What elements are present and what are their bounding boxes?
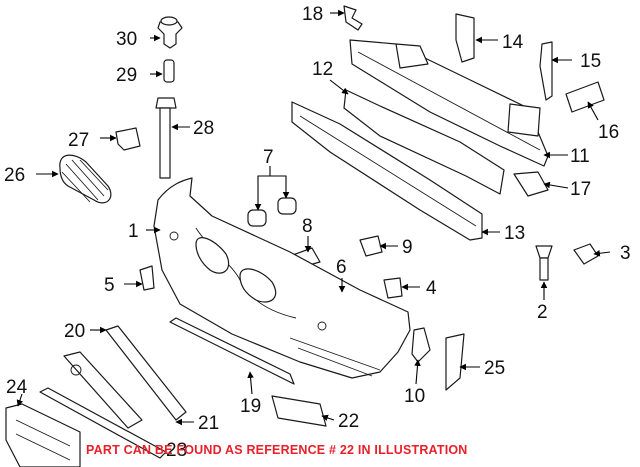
callout-13: 13	[504, 223, 525, 244]
callout-19: 19	[240, 396, 261, 417]
callout-14: 14	[502, 32, 524, 53]
callout-4: 4	[426, 278, 437, 299]
part-11-impact-bar	[349, 39, 549, 167]
part-26-grille	[59, 154, 112, 204]
callout-labels: 30 29 28 27 26 18 14 15 16 12 11 17 13 7…	[4, 4, 631, 461]
part-27-clip	[115, 127, 141, 151]
callout-8: 8	[302, 216, 313, 237]
part-17-bracket	[513, 171, 549, 197]
callout-15: 15	[580, 51, 601, 72]
callout-7: 7	[263, 147, 274, 168]
callout-29: 29	[116, 65, 137, 86]
part-9-bracket	[359, 235, 383, 257]
part-19-trim	[169, 317, 295, 385]
reference-footnote: PART CAN BE FOUND AS REFERENCE # 22 IN I…	[86, 443, 468, 457]
callout-23: 23	[166, 440, 187, 461]
part-18-bracket	[343, 5, 363, 31]
callout-1: 1	[128, 221, 139, 242]
part-15-strip	[539, 41, 553, 101]
callout-2: 2	[537, 302, 548, 323]
part-28-bolt	[155, 97, 177, 179]
callout-20: 20	[64, 321, 85, 342]
part-29-pin	[163, 59, 175, 83]
part-1-bumper-cover	[153, 177, 411, 379]
callout-24: 24	[6, 377, 28, 398]
part-4-nut	[383, 277, 403, 299]
callout-26: 26	[4, 165, 25, 186]
part-2-screw	[535, 245, 553, 281]
part-5-bracket	[139, 265, 155, 291]
part-12-absorber	[343, 89, 505, 195]
callout-16: 16	[598, 122, 619, 143]
part-22-cover	[271, 395, 327, 427]
callout-6: 6	[336, 257, 347, 278]
callout-18: 18	[302, 4, 323, 25]
callout-21: 21	[198, 413, 219, 434]
part-24-plate-bracket	[5, 403, 81, 467]
part-14-bracket	[455, 13, 475, 63]
callout-25: 25	[484, 358, 505, 379]
part-7-bushings	[247, 197, 297, 227]
callout-10: 10	[404, 386, 425, 407]
part-13-absorber	[291, 101, 483, 241]
part-25-strip	[445, 333, 465, 391]
callout-12: 12	[312, 59, 333, 80]
callout-27: 27	[68, 130, 89, 151]
part-30-cap-fastener	[157, 16, 183, 49]
callout-28: 28	[193, 118, 214, 139]
callout-22: 22	[338, 411, 359, 432]
part-20-trim	[105, 325, 187, 421]
part-10-bracket	[411, 327, 431, 363]
callout-5: 5	[104, 275, 115, 296]
callout-9: 9	[402, 237, 413, 258]
callout-3: 3	[620, 243, 631, 264]
callout-17: 17	[570, 179, 591, 200]
leader-lines	[16, 9, 611, 426]
part-23-trim	[39, 387, 167, 459]
part-16-pad	[565, 81, 605, 113]
callout-30: 30	[116, 29, 137, 50]
part-21-grille-strip	[63, 351, 143, 429]
callout-11: 11	[570, 146, 590, 167]
